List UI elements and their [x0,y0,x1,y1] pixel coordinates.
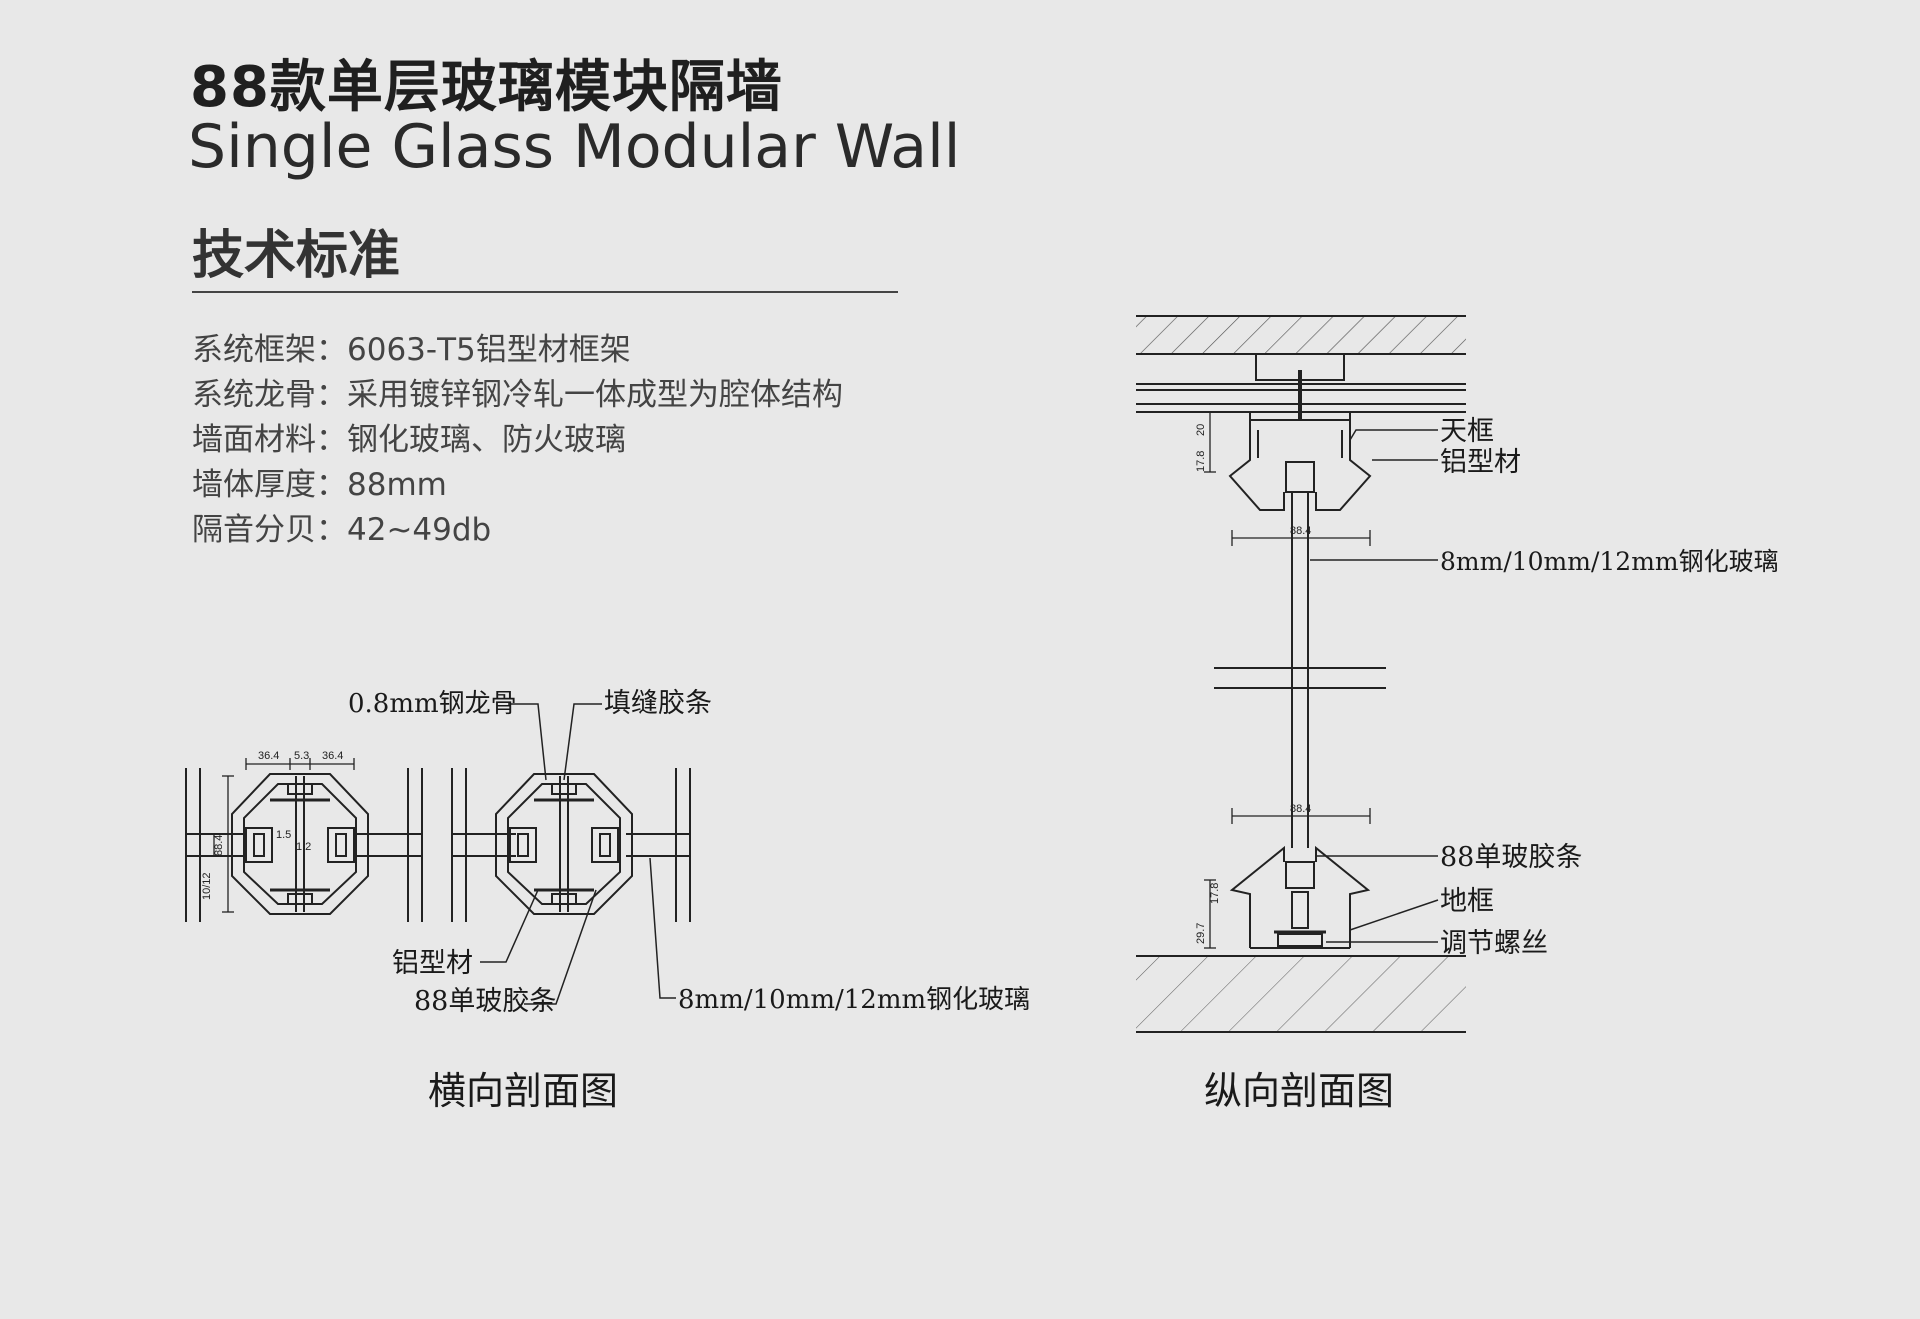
label-aluminum: 铝型材 [1440,447,1521,478]
dim-label: 1.2 [296,841,311,853]
label-steel-keel: 0.8mm钢龙骨 [348,689,517,719]
profile-left [231,773,369,915]
dim-label: 1.5 [276,829,291,841]
page-title: 88款单层玻璃模块隔墙 [190,55,783,120]
dim-label: 10/12 [201,872,213,900]
profile-right [495,773,633,915]
label-screw: 调节螺丝 [1440,928,1548,959]
dim-label: 20 [1195,424,1207,436]
vertical-section [1136,315,1466,1033]
dim-label: 88.4 [1290,525,1311,537]
spec-item: 墙面材料：钢化玻璃、防火玻璃 [192,422,626,458]
label-joint-strip: 填缝胶条 [604,688,712,719]
section-divider [192,291,898,293]
label-glass: 8mm/10mm/12mm钢化玻璃 [678,985,1030,1015]
label-glass-strip: 88单玻胶条 [1440,842,1582,873]
label-top-frame: 天框 [1440,416,1494,447]
dim-label: 29.7 [1195,923,1207,944]
dim-label: 17.8 [1195,451,1207,472]
spec-item: 墙体厚度：88mm [192,467,447,503]
spec-list: 系统框架：6063-T5铝型材框架 系统龙骨：采用镀锌钢冷轧一体成型为腔体结构 … [192,328,843,553]
spec-item: 系统框架：6063-T5铝型材框架 [192,332,631,368]
spec-item: 隔音分贝：42~49db [192,512,492,548]
label-aluminum: 铝型材 [392,948,473,979]
label-glass: 8mm/10mm/12mm钢化玻璃 [1440,547,1779,576]
dim-label: 88.4 [213,835,225,856]
caption-vertical: 纵向剖面图 [1204,1069,1394,1113]
caption-horizontal: 横向剖面图 [428,1069,618,1113]
label-glass-strip: 88单玻胶条 [414,986,556,1017]
dim-label: 17.8 [1209,883,1221,904]
horizontal-section [185,703,691,1005]
section-title: 技术标准 [192,226,401,286]
dim-label: 88.4 [1290,803,1311,815]
label-floor-frame: 地框 [1440,886,1494,917]
dim-label: 5.3 [294,750,309,762]
page-subtitle: Single Glass Modular Wall [188,112,961,182]
dim-label: 36.4 [322,750,343,762]
spec-item: 系统龙骨：采用镀锌钢冷轧一体成型为腔体结构 [192,377,843,413]
dim-label: 36.4 [258,750,279,762]
